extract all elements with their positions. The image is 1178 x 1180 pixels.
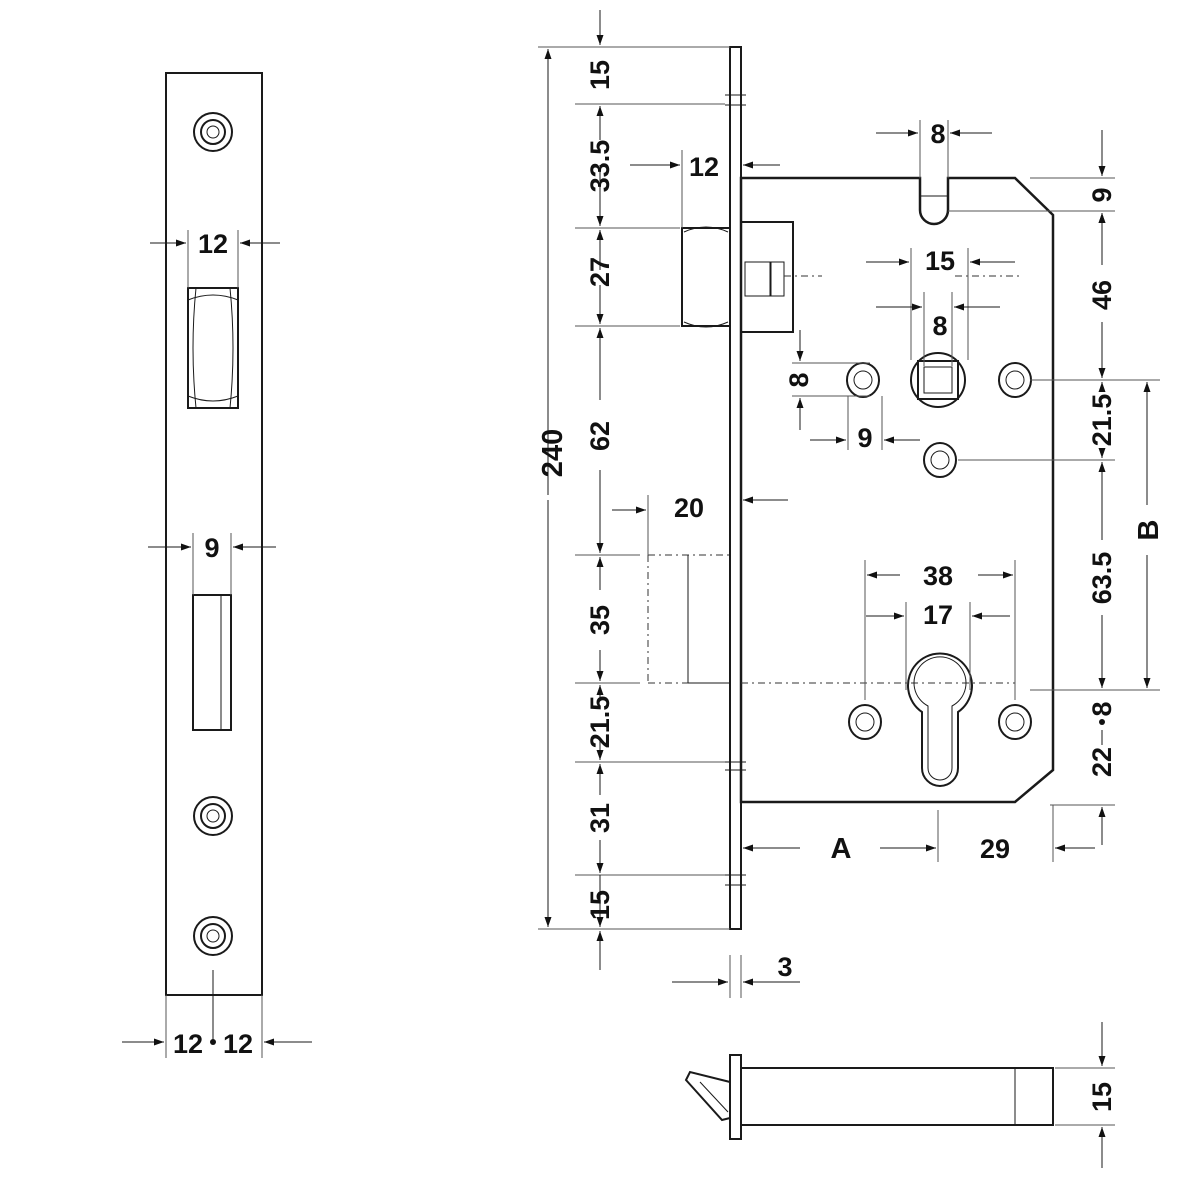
dim-chain-right: 9 46 21.5 63.5 8 22 [948,130,1160,845]
lock-case-body [739,176,1055,804]
deadbolt-projection-label: 20 [674,493,704,523]
cylinder-outer-label: 38 [923,561,953,591]
height-dim-6: 21.5 [585,696,615,749]
height-dim-4: 62 [585,421,615,451]
spindle-outer-label: 15 [925,246,955,276]
dim-cylinder-outer: 38 [864,560,1016,700]
right-dim-1: 9 [1087,187,1117,202]
top-slot-width-label: 8 [930,119,945,149]
backset-label: A [831,833,852,865]
faceplate-outline [165,72,263,996]
lock-side-view: 240 [537,10,1165,998]
dim-centre-distance: B [1133,382,1165,688]
height-dim-5: 35 [585,605,615,635]
faceplate-width-left-label: 12 [173,1029,203,1059]
dim-body-offset: 29 [980,805,1095,864]
dim-latch-projection: 12 [630,150,780,228]
dim-hole-diameter: 8 [784,330,870,430]
height-dim-1: 15 [585,60,615,90]
latch-bolt [681,221,822,333]
deadbolt-hidden [647,554,1015,684]
hole-diameter-label: 8 [784,372,814,387]
faceplate-front-view: 12 9 12 12 [122,72,312,1059]
dim-chain-left: 15 33.5 27 62 35 21.5 31 15 [575,10,725,970]
dim-spindle-outer: 15 [866,246,1015,360]
dim-top-slot-width: 8 [876,119,992,178]
deadbolt-slot [192,594,232,731]
overall-height-label: 240 [537,429,569,477]
dim-hole-offset: 9 [810,396,920,453]
dim-latch-slot-width: 12 [150,229,280,288]
right-dim-2: 46 [1087,280,1117,310]
right-dim-6: 22 [1087,747,1117,777]
right-dim-4: 63.5 [1087,552,1117,605]
faceplate-screw-hole-middle [193,796,233,836]
latch-slot-width-label: 12 [198,229,228,259]
bolt-thickness-label: 15 [1087,1082,1117,1112]
bolt-body [740,1067,1054,1126]
dim-backset: A [743,833,936,865]
fixing-hole-left-lower [848,704,882,740]
cylinder-profile-hole [907,652,973,787]
faceplate-screw-hole-top [193,112,233,152]
dim-bolt-slot-width: 9 [148,533,276,595]
fixing-hole-right-upper [998,362,1032,398]
fixing-hole-left-upper [846,362,880,398]
bolt-top-view: 15 [684,1022,1117,1168]
right-dim-5: 8 [1087,701,1117,716]
cylinder-profile-label: 17 [923,600,953,630]
height-dim-8: 15 [585,890,615,920]
fixing-hole-right-lower [998,704,1032,740]
spindle-square-label: 8 [932,311,947,341]
dim-spindle-square: 8 [876,292,1000,366]
faceplate-screw-hole-bottom [193,916,233,956]
side-faceplate [729,46,742,930]
faceplate-width-right-label: 12 [223,1029,253,1059]
dim-faceplate-width: 12 12 [122,995,312,1059]
dim-bolt-thickness: 15 [1055,1022,1117,1168]
latch-projection-label: 12 [689,152,719,182]
latch-slot [187,287,239,409]
bolt-slot-width-label: 9 [204,533,219,563]
height-dim-3: 27 [585,257,615,287]
bolt-flange [729,1054,742,1140]
dim-cylinder-profile: 17 [866,600,1010,690]
bolt-latch-tip [684,1070,731,1122]
centre-distance-label: B [1133,520,1165,541]
height-dim-2: 33.5 [585,140,615,193]
dim-plate-thickness: 3 [672,952,800,998]
dim-deadbolt-projection: 20 [612,493,788,555]
plate-thickness-label: 3 [777,952,792,982]
height-dim-7: 31 [585,803,615,833]
hole-offset-label: 9 [857,423,872,453]
fixing-hole-center [923,442,957,478]
dim-overall-height: 240 [537,46,730,930]
body-offset-label: 29 [980,834,1010,864]
right-dim-3: 21.5 [1087,394,1117,447]
spindle-follower [910,352,966,408]
